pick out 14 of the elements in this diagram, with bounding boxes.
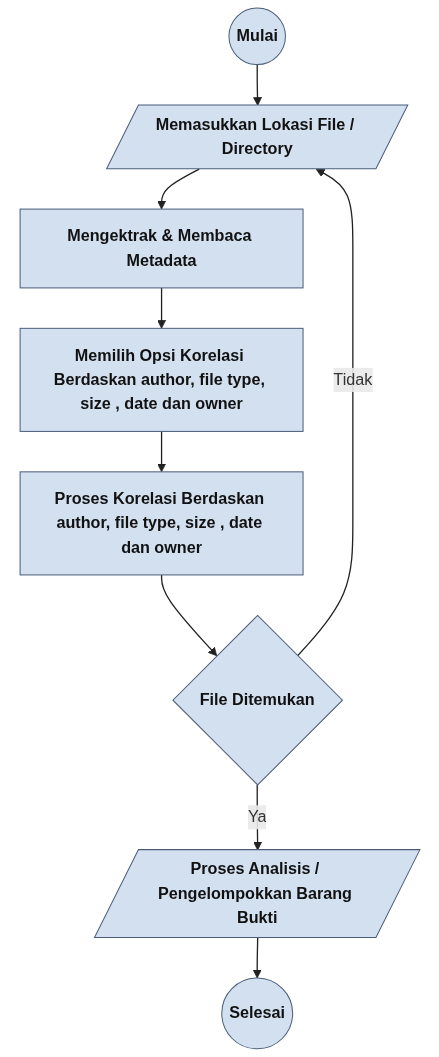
node-diamond: File Ditemukan (171, 614, 343, 786)
arrow (156, 287, 166, 329)
node-circle: Selesai (220, 977, 293, 1050)
edge-label: Tidak (332, 370, 372, 388)
arrow (160, 574, 217, 657)
node-box: Memilih Opsi Korelasi Berdaskan author, file type, size , date dan owner (19, 327, 304, 432)
arrow (156, 430, 166, 473)
node-circle: Mulai (227, 7, 286, 66)
arrow (156, 168, 200, 210)
node-box: Mengektrak & Membaca Metadata (19, 208, 304, 289)
node-box: Proses Korelasi Berdaskan author, file type, size , date dan owner (19, 471, 304, 576)
edge-label: Ya (247, 808, 266, 826)
arrow (252, 937, 262, 979)
arrow (296, 168, 353, 657)
